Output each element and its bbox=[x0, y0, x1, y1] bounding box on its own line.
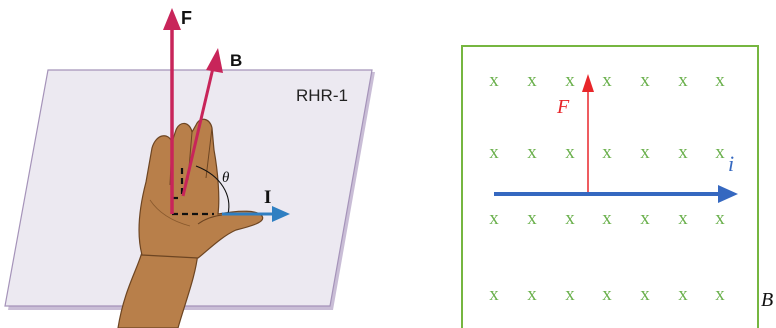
force-label: F bbox=[181, 8, 192, 28]
current-label: I bbox=[264, 187, 271, 208]
field-x-mark: x bbox=[527, 70, 537, 91]
angle-arc bbox=[195, 165, 230, 215]
field-x-mark: x bbox=[565, 284, 575, 305]
field-x-mark: x bbox=[527, 142, 537, 163]
field-x-mark: x bbox=[602, 70, 612, 91]
field-x-mark: x bbox=[602, 208, 612, 229]
field-x-mark: x bbox=[489, 208, 499, 229]
angle-label: θ bbox=[222, 170, 230, 186]
field-x-mark: x bbox=[489, 284, 499, 305]
rhr1-figure: F B RHR-1 θ I bbox=[4, 8, 375, 328]
field-x-mark: x bbox=[715, 208, 725, 229]
field-x-mark: x bbox=[678, 70, 688, 91]
field-x-mark: x bbox=[715, 284, 725, 305]
field-label: B bbox=[230, 51, 242, 70]
field-x-mark: x bbox=[640, 142, 650, 163]
field-x-mark: x bbox=[565, 142, 575, 163]
current-arrow bbox=[222, 206, 290, 222]
right-hand bbox=[117, 118, 264, 328]
force-arrow bbox=[163, 8, 181, 214]
field-x-mark: x bbox=[678, 284, 688, 305]
field-region-figure: x x x x x x x x x x x x x x x x x x x x x x x x x x x x F i B bbox=[461, 45, 773, 328]
field-x-mark: x bbox=[565, 208, 575, 229]
field-x-mark: x bbox=[640, 284, 650, 305]
field-label-right: B bbox=[761, 289, 773, 311]
field-x-mark: x bbox=[678, 208, 688, 229]
field-x-mark: x bbox=[527, 284, 537, 305]
field-x-mark: x bbox=[715, 70, 725, 91]
field-x-mark: x bbox=[602, 142, 612, 163]
field-x-mark: x bbox=[489, 70, 499, 91]
current-label-right: i bbox=[728, 151, 734, 176]
field-x-mark: x bbox=[678, 142, 688, 163]
field-x-mark: x bbox=[565, 70, 575, 91]
force-label-right: F bbox=[556, 96, 570, 118]
x-mark-grid: x x x x x x x x x x x x x x x x x x x x x x x x x x x x bbox=[489, 70, 725, 305]
field-x-mark: x bbox=[527, 208, 537, 229]
field-x-mark: x bbox=[602, 284, 612, 305]
field-x-mark: x bbox=[489, 142, 499, 163]
force-arrow-right bbox=[582, 74, 594, 192]
plane-label: RHR-1 bbox=[296, 86, 348, 105]
field-x-mark: x bbox=[715, 142, 725, 163]
field-x-mark: x bbox=[640, 70, 650, 91]
field-arrow bbox=[181, 48, 223, 197]
field-x-mark: x bbox=[640, 208, 650, 229]
field-region-frame bbox=[461, 45, 759, 328]
current-arrow-right bbox=[494, 185, 738, 203]
